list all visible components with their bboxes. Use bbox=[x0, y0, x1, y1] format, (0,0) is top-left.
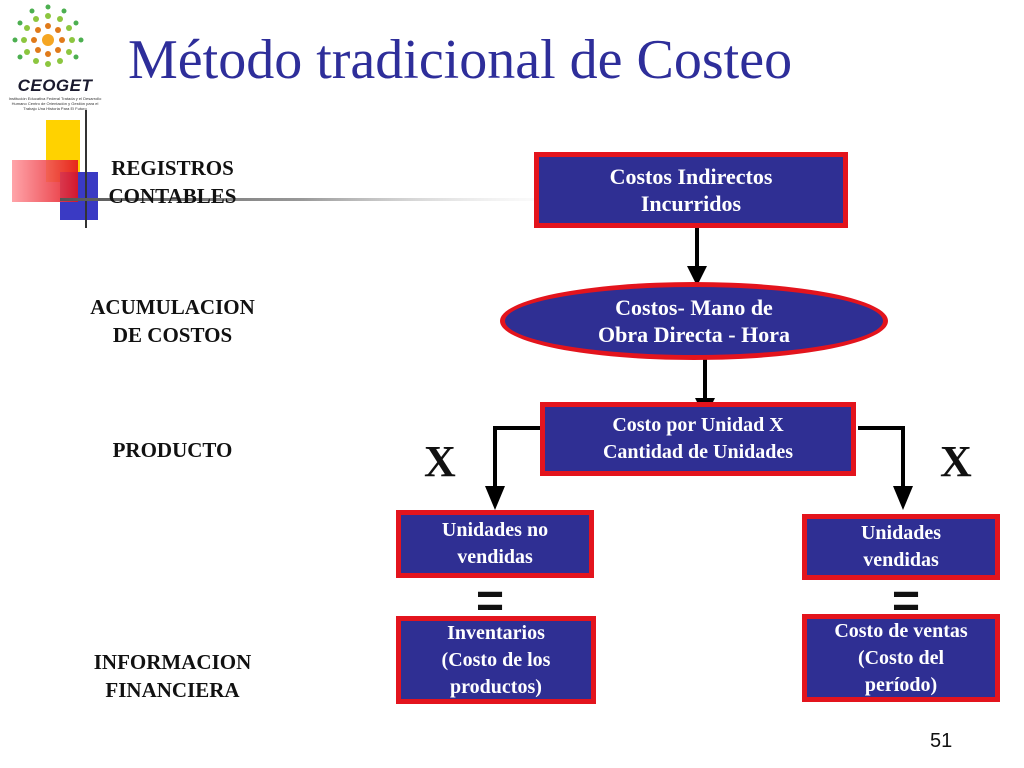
stage-line: ACUMULACION bbox=[90, 295, 255, 319]
box-line: Costos- Mano de bbox=[615, 295, 773, 320]
box-line: (Costo del bbox=[857, 646, 945, 669]
box-line: vendidas bbox=[457, 546, 533, 568]
box-line: Costos Indirectos bbox=[609, 164, 773, 189]
stage-line: FINANCIERA bbox=[105, 678, 240, 702]
equals-symbol-left: = bbox=[476, 575, 505, 628]
stage-line: CONTABLES bbox=[108, 184, 237, 208]
box-costo-de-ventas: Costo de ventas (Costo del período) bbox=[802, 614, 1000, 702]
sunburst-logo-icon bbox=[12, 4, 84, 67]
stage-line: PRODUCTO bbox=[112, 438, 233, 462]
page-number: 51 bbox=[930, 730, 953, 752]
box-line: Obra Directa - Hora bbox=[597, 322, 791, 347]
logo-subtitle: Institución Educativa Federal Tratada y … bbox=[8, 96, 102, 111]
box-costos-indirectos: Costos Indirectos Incurridos bbox=[534, 152, 848, 228]
stage-producto: PRODUCTO bbox=[60, 436, 285, 464]
stage-informacion-financiera: INFORMACION FINANCIERA bbox=[60, 648, 285, 704]
box-line: Costo por Unidad X bbox=[612, 414, 784, 436]
equals-symbol-right: = bbox=[892, 575, 921, 628]
box-line: Inventarios bbox=[447, 621, 545, 644]
box-costo-por-unidad: Costo por Unidad X Cantidad de Unidades bbox=[540, 402, 856, 476]
box-line: vendidas bbox=[863, 549, 939, 571]
box-line: Unidades bbox=[860, 522, 942, 544]
multiply-symbol-left: X bbox=[424, 437, 456, 486]
oval-mano-obra-directa: Costos- Mano de Obra Directa - Hora bbox=[500, 282, 888, 360]
box-inventarios: Inventarios (Costo de los productos) bbox=[396, 616, 596, 704]
box-line: período) bbox=[864, 673, 938, 696]
multiply-symbol-right: X bbox=[940, 437, 972, 486]
stage-line: INFORMACION bbox=[93, 650, 252, 674]
stage-line: DE COSTOS bbox=[112, 323, 233, 347]
page-title: Método tradicional de Costeo bbox=[128, 29, 793, 91]
stage-line: REGISTROS bbox=[111, 156, 234, 180]
stage-registros-contables: REGISTROS CONTABLES bbox=[60, 154, 285, 210]
box-line: Costo de ventas bbox=[834, 619, 968, 642]
logo-wordmark: CEOGET bbox=[17, 76, 93, 95]
stage-acumulacion-costos: ACUMULACION DE COSTOS bbox=[60, 293, 285, 349]
box-unidades-vendidas: Unidades vendidas bbox=[802, 514, 1000, 580]
box-unidades-no-vendidas: Unidades no vendidas bbox=[396, 510, 594, 578]
box-line: Cantidad de Unidades bbox=[602, 441, 794, 463]
ceoget-logo: CEOGET Institución Educativa Federal Tra… bbox=[4, 4, 102, 114]
box-line: (Costo de los bbox=[441, 648, 551, 671]
box-line: Incurridos bbox=[640, 191, 742, 216]
box-line: Unidades no bbox=[441, 519, 549, 541]
box-line: productos) bbox=[450, 675, 542, 698]
decorative-squares bbox=[12, 110, 600, 228]
